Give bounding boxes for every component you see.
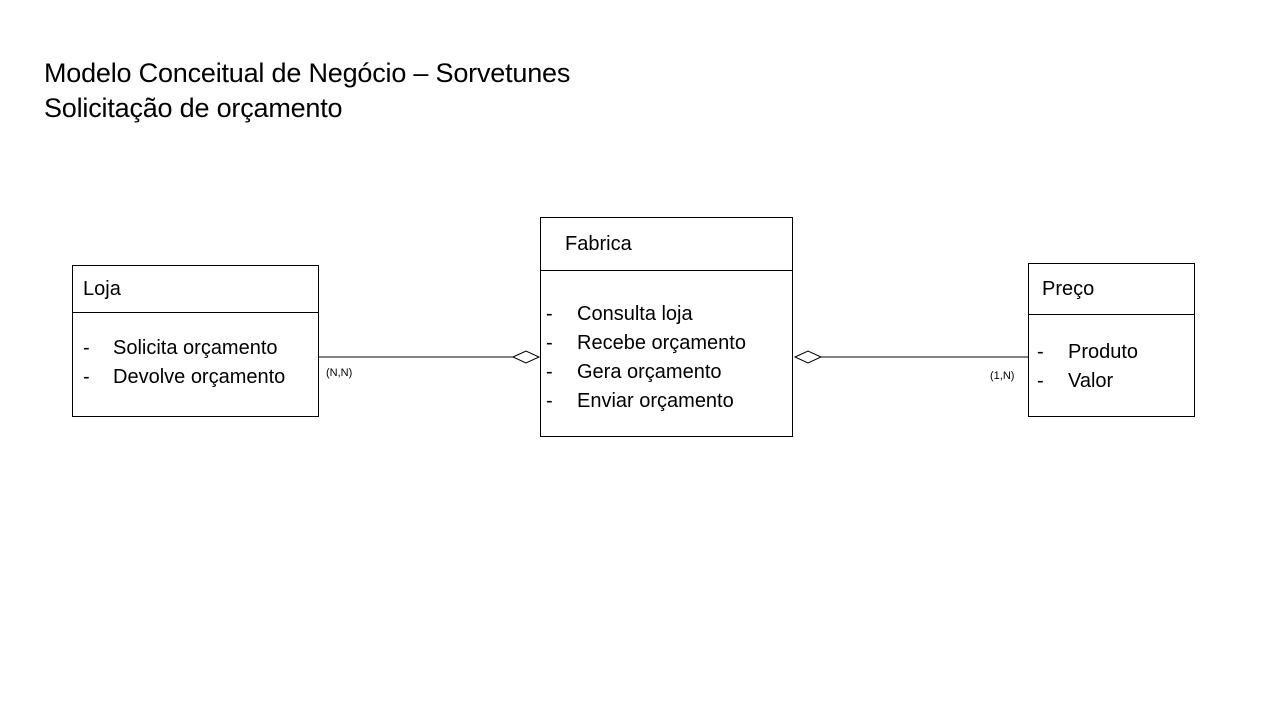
bullet-dash: -: [546, 303, 553, 325]
attribute-label: Recebe orçamento: [577, 332, 746, 354]
entity-preco-header: Preço: [1029, 264, 1194, 315]
entity-preco-name: Preço: [1042, 277, 1095, 300]
entity-fabrica-attributes: - Consulta loja - Recebe orçamento - Ger…: [541, 271, 792, 416]
entity-loja[interactable]: Loja - Solicita orçamento - Devolve orça…: [72, 265, 319, 417]
bullet-dash: -: [546, 361, 553, 383]
bullet-dash: -: [546, 332, 553, 354]
aggregation-diamond-fabrica-right: [793, 350, 823, 364]
bullet-dash: -: [1037, 341, 1044, 363]
page-title: Modelo Conceitual de Negócio – Sorvetune…: [44, 56, 570, 126]
attribute-item: - Enviar orçamento: [546, 387, 792, 416]
title-line-2: Solicitação de orçamento: [44, 93, 343, 123]
entity-preco-attributes: - Produto - Valor: [1029, 315, 1194, 396]
attribute-label: Gera orçamento: [577, 361, 722, 383]
attribute-label: Valor: [1068, 370, 1114, 392]
entity-loja-header: Loja: [73, 266, 318, 313]
attribute-label: Produto: [1068, 341, 1139, 363]
entity-loja-attributes: - Solicita orçamento - Devolve orçamento: [73, 313, 318, 392]
attribute-label: Consulta loja: [577, 303, 693, 325]
cardinality-preco-fabrica: (1,N): [990, 370, 1015, 382]
attribute-item: - Devolve orçamento: [83, 363, 318, 392]
attribute-item: - Gera orçamento: [546, 358, 792, 387]
attribute-label: Enviar orçamento: [577, 390, 734, 412]
attribute-item: - Recebe orçamento: [546, 329, 792, 358]
attribute-item: - Solicita orçamento: [83, 334, 318, 363]
attribute-item: - Produto: [1037, 338, 1194, 367]
attribute-item: - Consulta loja: [546, 300, 792, 329]
cardinality-loja-fabrica: (N,N): [326, 367, 353, 379]
attribute-label: Devolve orçamento: [113, 366, 286, 388]
attribute-item: - Valor: [1037, 367, 1194, 396]
bullet-dash: -: [83, 366, 90, 388]
entity-loja-name: Loja: [83, 277, 121, 300]
title-line-1: Modelo Conceitual de Negócio – Sorvetune…: [44, 58, 571, 88]
bullet-dash: -: [83, 337, 90, 359]
bullet-dash: -: [1037, 370, 1044, 392]
aggregation-diamond-fabrica-left: [511, 350, 541, 364]
entity-preco[interactable]: Preço - Produto - Valor: [1028, 263, 1195, 417]
entity-fabrica-name: Fabrica: [565, 232, 632, 255]
entity-fabrica[interactable]: Fabrica - Consulta loja - Recebe orçamen…: [540, 217, 793, 437]
bullet-dash: -: [546, 390, 553, 412]
entity-fabrica-header: Fabrica: [541, 218, 792, 271]
attribute-label: Solicita orçamento: [113, 337, 278, 359]
